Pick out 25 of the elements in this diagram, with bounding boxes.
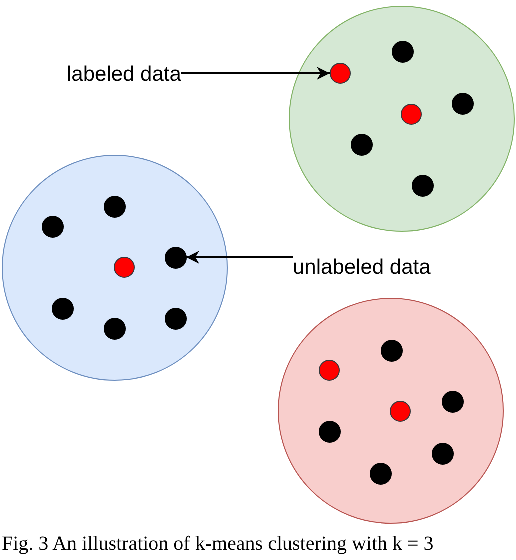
dot-icon	[104, 196, 126, 218]
dot-icon	[390, 401, 411, 422]
dot-icon	[114, 257, 135, 278]
dot-icon	[104, 318, 126, 340]
dot-icon	[318, 420, 340, 442]
dot-icon	[52, 298, 74, 320]
dot-icon	[452, 92, 474, 114]
dot-icon	[164, 308, 186, 330]
dot-icon	[42, 216, 64, 238]
dot-icon	[432, 442, 454, 464]
dot-icon	[319, 360, 340, 381]
dot-icon	[412, 174, 434, 196]
figure-caption: Fig. 3 An illustration of k-means clustering with k = 3	[2, 532, 434, 556]
dot-icon	[401, 104, 422, 125]
callout-text: unlabeled data	[293, 256, 431, 280]
dot-icon	[350, 134, 372, 156]
dot-icon	[164, 246, 186, 268]
leader-arrow	[181, 67, 330, 80]
callout-text: labeled data	[67, 63, 182, 87]
dot-icon	[392, 40, 414, 62]
dot-icon	[370, 462, 392, 484]
dot-icon	[380, 340, 402, 362]
dot-icon	[442, 390, 464, 412]
dot-icon	[330, 63, 351, 84]
leader-arrow	[186, 251, 293, 264]
